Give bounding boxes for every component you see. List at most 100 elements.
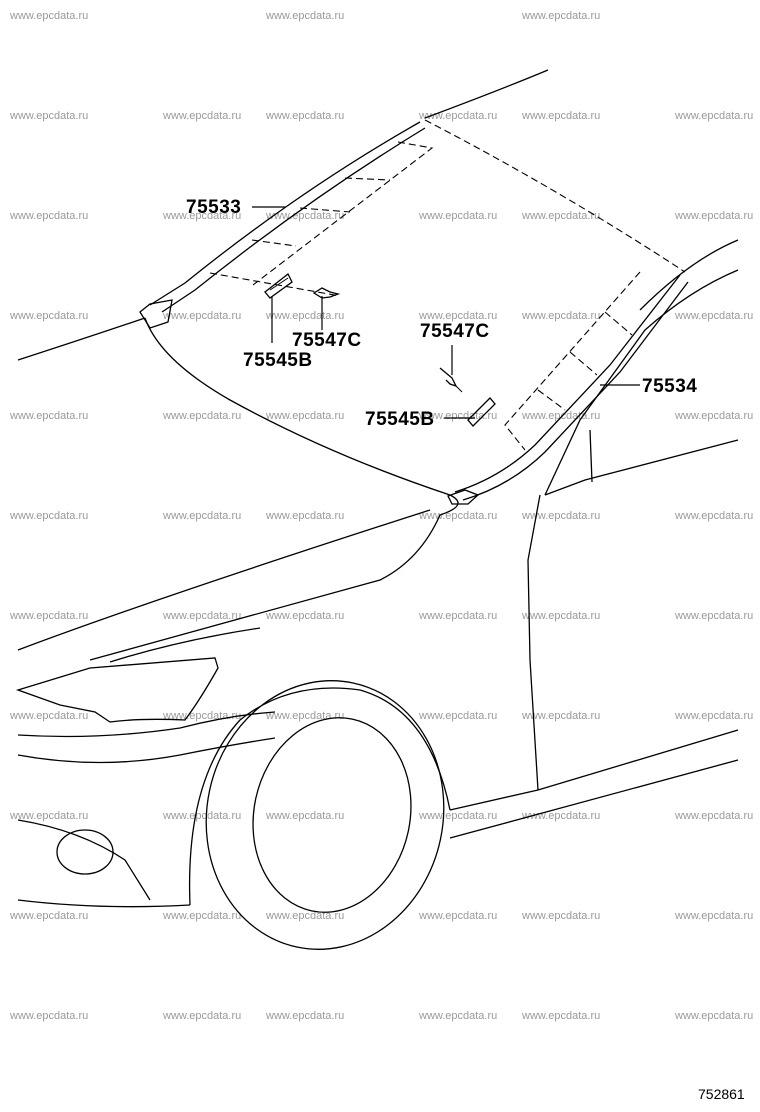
watermark: www.epcdata.ru (266, 210, 345, 222)
watermark: www.epcdata.ru (10, 110, 89, 122)
hood-line (17, 509, 431, 651)
right-dash-frame (504, 271, 641, 451)
watermark: www.epcdata.ru (10, 210, 89, 222)
roof-left-edge (17, 317, 146, 361)
watermark: www.epcdata.ru (522, 610, 601, 622)
left-moulding-inner (161, 127, 426, 313)
watermark: www.epcdata.ru (10, 510, 89, 522)
fog-lamp-bezel (17, 819, 151, 901)
watermark: www.epcdata.ru (522, 210, 601, 222)
watermark: www.epcdata.ru (419, 710, 498, 722)
left-dash-4 (251, 239, 297, 247)
left-clip-detail (269, 277, 289, 291)
watermark: www.epcdata.ru (10, 710, 89, 722)
right-moulding-end (447, 489, 480, 505)
watermark: www.epcdata.ru (10, 910, 89, 922)
rocker-line (449, 759, 739, 839)
right-clip (467, 397, 496, 427)
watermark: www.epcdata.ru (10, 310, 89, 322)
left-dash-3 (299, 207, 351, 213)
watermark: www.epcdata.ru (522, 710, 601, 722)
cowl-line (89, 494, 459, 661)
part-label-75547c-left: 75547C (292, 330, 362, 351)
door-front-edge (527, 494, 541, 791)
left-dash-1 (252, 141, 434, 286)
watermark: www.epcdata.ru (266, 610, 345, 622)
watermark: www.epcdata.ru (266, 310, 345, 322)
left-clip (264, 272, 293, 299)
watermark: www.epcdata.ru (522, 510, 601, 522)
watermark: www.epcdata.ru (419, 910, 498, 922)
watermark: www.epcdata.ru (675, 910, 754, 922)
watermark: www.epcdata.ru (522, 10, 601, 22)
watermark: www.epcdata.ru (266, 410, 345, 422)
right-fastener (439, 367, 458, 388)
watermark: www.epcdata.ru (163, 210, 242, 222)
watermark: www.epcdata.ru (266, 10, 345, 22)
watermark: www.epcdata.ru (419, 810, 498, 822)
diagram-code: 752861 (698, 1086, 745, 1102)
watermark: www.epcdata.ru (522, 910, 601, 922)
a-pillar-body (544, 269, 739, 496)
watermark: www.epcdata.ru (419, 610, 498, 622)
watermark: www.epcdata.ru (10, 410, 89, 422)
watermark: www.epcdata.ru (522, 1010, 601, 1022)
sill-line (449, 729, 739, 811)
fender-top-line (109, 627, 261, 663)
watermark: www.epcdata.ru (10, 610, 89, 622)
watermark: www.epcdata.ru (419, 410, 498, 422)
part-label-75533: 75533 (186, 197, 242, 218)
left-moulding-outer (149, 121, 421, 306)
a-pillar-front (639, 239, 739, 311)
watermark: www.epcdata.ru (266, 910, 345, 922)
windshield-top-edge (424, 119, 686, 273)
watermark: www.epcdata.ru (266, 510, 345, 522)
watermark: www.epcdata.ru (675, 410, 754, 422)
watermark: www.epcdata.ru (675, 110, 754, 122)
watermark: www.epcdata.ru (522, 110, 601, 122)
watermark: www.epcdata.ru (675, 510, 754, 522)
watermark: www.epcdata.ru (266, 1010, 345, 1022)
watermark: www.epcdata.ru (266, 810, 345, 822)
right-fastener-shaft (455, 385, 463, 393)
watermark: www.epcdata.ru (675, 1010, 754, 1022)
part-label-75545b-right: 75545B (365, 409, 435, 430)
right-dash-1 (604, 311, 633, 336)
bumper-top (17, 711, 276, 738)
door-window-frame (544, 439, 739, 496)
watermark: www.epcdata.ru (163, 310, 242, 322)
watermark: www.epcdata.ru (10, 1010, 89, 1022)
left-fastener (312, 287, 341, 299)
watermark: www.epcdata.ru (266, 110, 345, 122)
tire-outer (205, 680, 445, 950)
part-label-75534: 75534 (642, 376, 698, 397)
watermark: www.epcdata.ru (675, 610, 754, 622)
right-dash-2 (569, 351, 598, 376)
watermark: www.epcdata.ru (10, 810, 89, 822)
watermark: www.epcdata.ru (163, 1010, 242, 1022)
watermark: www.epcdata.ru (163, 610, 242, 622)
watermark: www.epcdata.ru (675, 710, 754, 722)
wheel-arch (188, 687, 451, 906)
watermark: www.epcdata.ru (675, 210, 754, 222)
roof-line (424, 69, 549, 119)
part-label-75547c-right: 75547C (420, 321, 490, 342)
right-moulding-outer (454, 274, 681, 493)
wheel-inner (252, 717, 412, 913)
watermark: www.epcdata.ru (675, 810, 754, 822)
watermark: www.epcdata.ru (419, 310, 498, 322)
part-label-75545b-left: 75545B (243, 350, 313, 371)
door-window-post (589, 429, 593, 483)
fog-lamp (56, 829, 114, 875)
watermark: www.epcdata.ru (675, 310, 754, 322)
watermark: www.epcdata.ru (163, 410, 242, 422)
right-dash-3 (537, 389, 566, 411)
watermark: www.epcdata.ru (163, 110, 242, 122)
watermark: www.epcdata.ru (419, 210, 498, 222)
windshield-bottom-edge (144, 317, 451, 496)
watermark: www.epcdata.ru (419, 1010, 498, 1022)
watermark: www.epcdata.ru (10, 10, 89, 22)
right-moulding-inner (462, 281, 689, 501)
